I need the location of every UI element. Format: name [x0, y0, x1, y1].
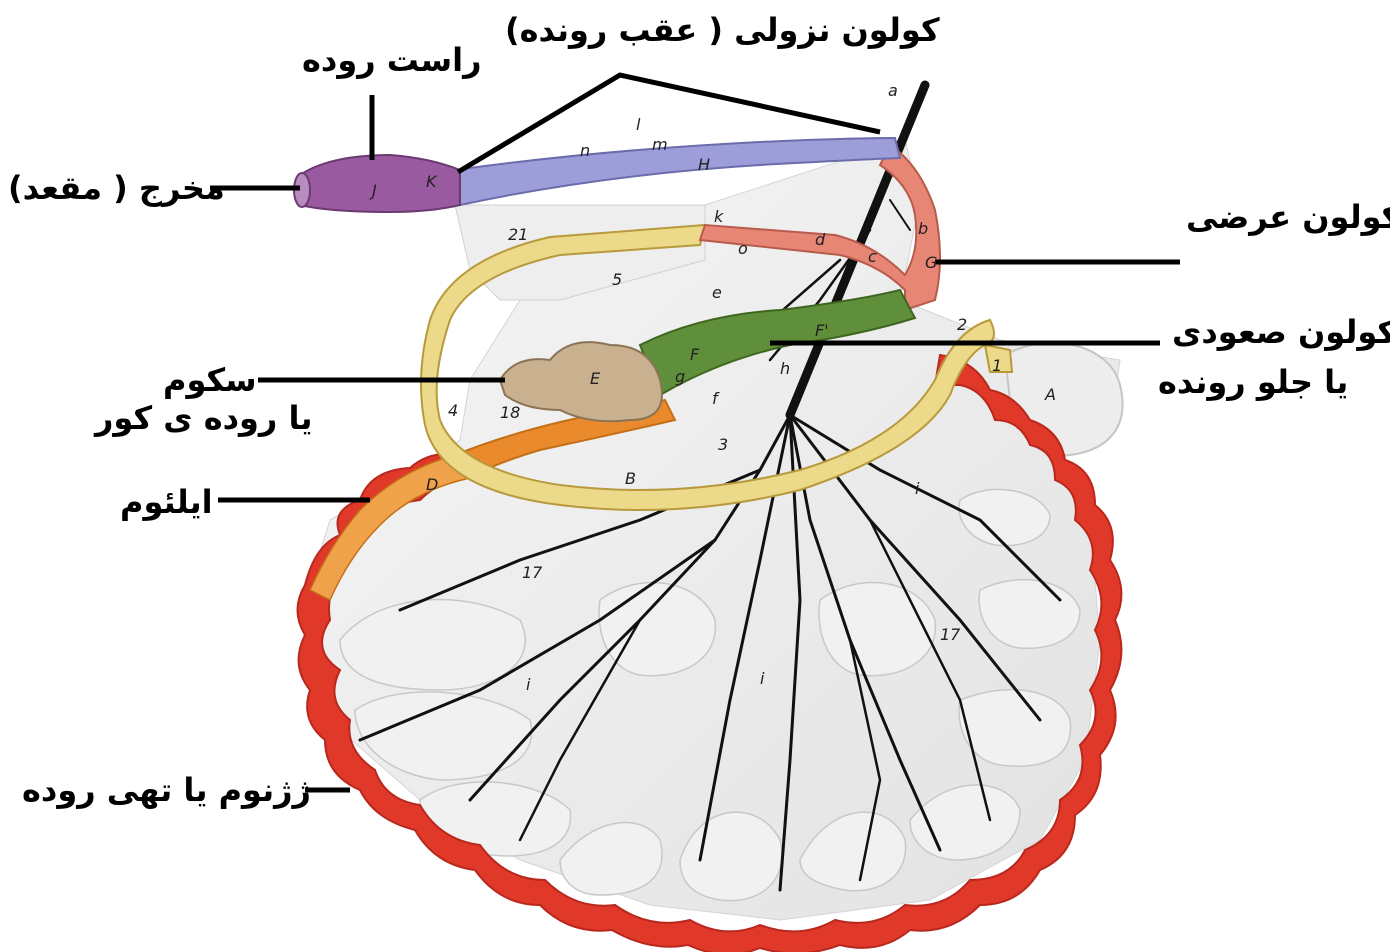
marker-B: B: [625, 469, 636, 488]
marker-i2: i: [526, 675, 531, 694]
label-rectum: راست روده: [302, 42, 482, 78]
marker-i1: i: [915, 479, 920, 498]
marker-e: e: [712, 283, 722, 302]
marker-A: A: [1044, 385, 1056, 404]
label-jejunum: ژژنوم یا تهی روده: [22, 772, 311, 808]
label-transverse-colon: کولون عرضی: [1186, 199, 1390, 235]
label-ileum: ایلئوم: [120, 484, 213, 520]
marker-F2: F': [815, 321, 829, 340]
marker-g: g: [675, 367, 685, 386]
marker-l: l: [636, 115, 641, 134]
marker-n3: 3: [718, 435, 728, 454]
marker-n4: 4: [448, 401, 458, 420]
marker-n5: 5: [612, 270, 622, 289]
label-ascending-colon-1: کولون صعودی: [1172, 314, 1390, 350]
marker-n18: 18: [500, 403, 520, 422]
marker-i3: i: [760, 669, 765, 688]
marker-a: a: [888, 81, 898, 100]
marker-n1: 1: [992, 356, 1002, 375]
label-cecum-2: یا روده ی کور: [95, 400, 313, 436]
marker-n2: 2: [957, 315, 967, 334]
marker-H: H: [698, 155, 710, 174]
label-cecum-1: سکوم: [163, 362, 257, 398]
marker-n21: 21: [508, 225, 528, 244]
marker-G: G: [925, 253, 937, 272]
label-descending-colon: کولون نزولی ( عقب رونده): [505, 12, 940, 48]
marker-n17b: 17: [940, 625, 961, 644]
marker-d: d: [815, 230, 826, 249]
marker-c: c: [868, 247, 877, 266]
marker-E: E: [590, 369, 601, 388]
marker-m: m: [652, 135, 668, 154]
marker-n17a: 17: [522, 563, 543, 582]
marker-K: K: [426, 172, 438, 191]
label-ascending-colon-2: یا جلو رونده: [1158, 364, 1348, 400]
marker-k: k: [714, 207, 724, 226]
marker-h: h: [780, 359, 790, 378]
marker-n: n: [580, 141, 590, 160]
marker-b: b: [918, 219, 928, 238]
marker-D: D: [426, 475, 438, 494]
marker-F: F: [690, 345, 700, 364]
marker-o: o: [738, 239, 748, 258]
label-anus: مخرج ( مقعد): [8, 170, 225, 206]
